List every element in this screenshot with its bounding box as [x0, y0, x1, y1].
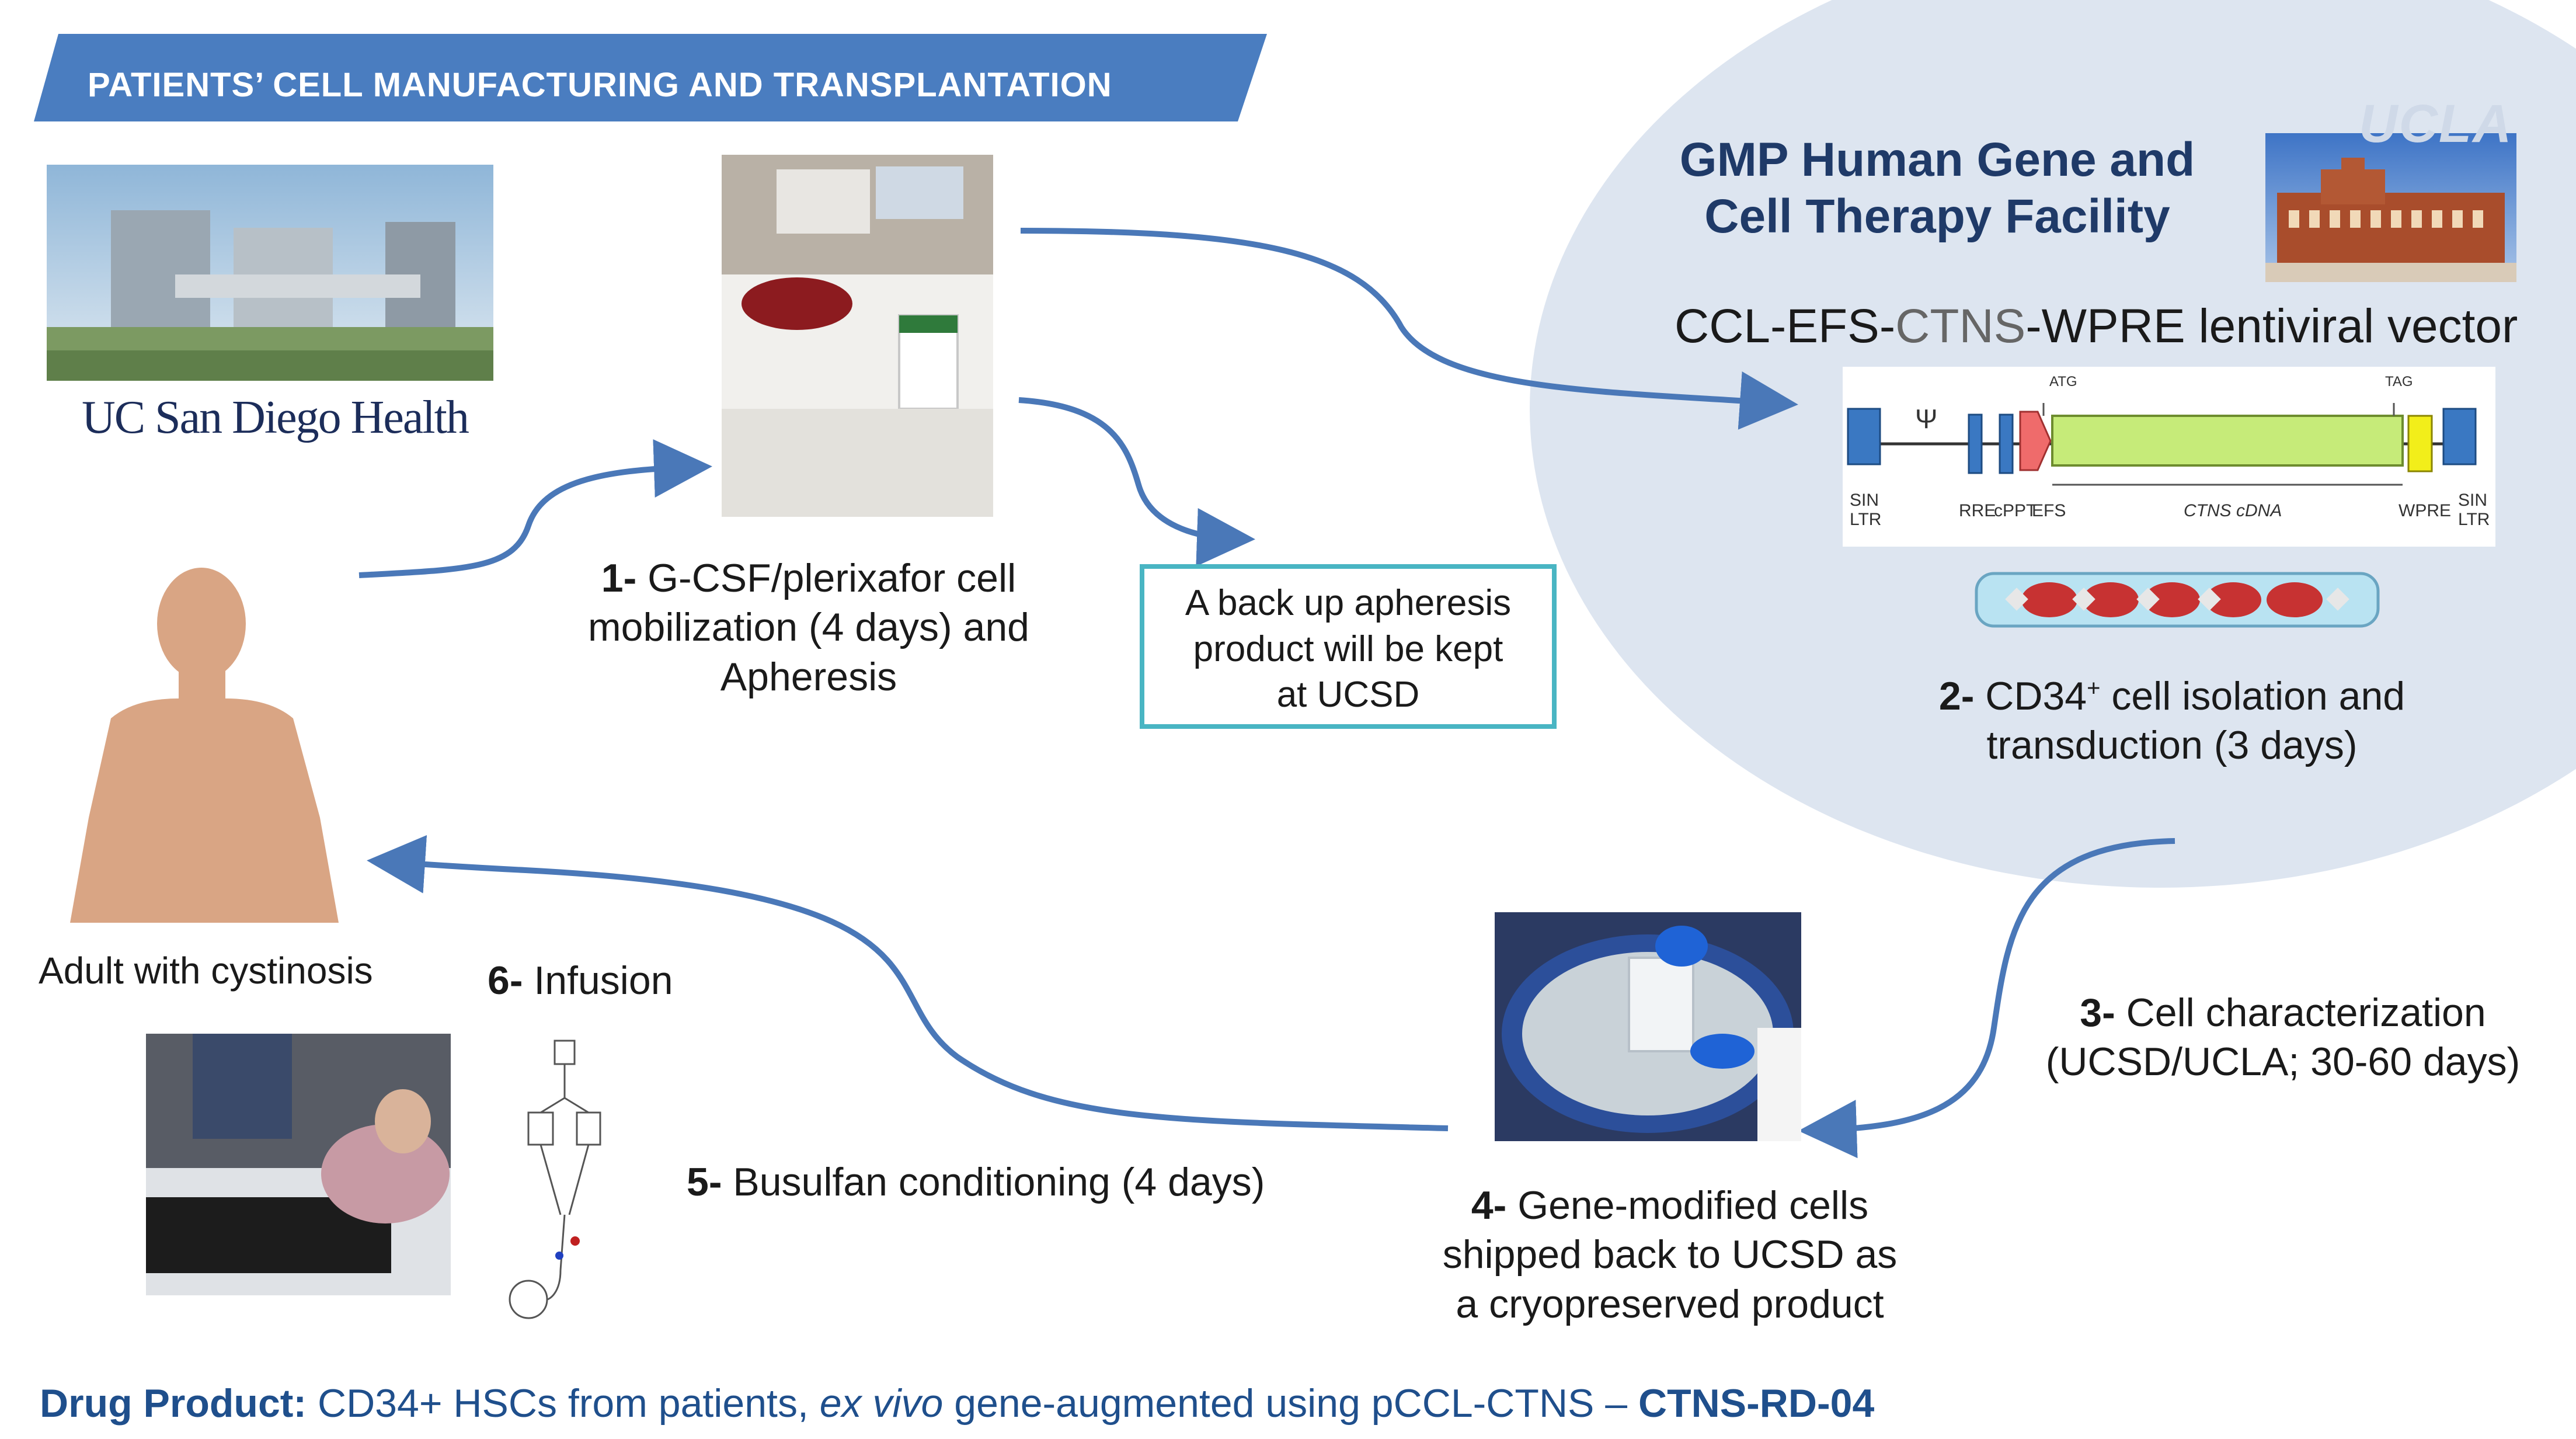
step1-line3: Apheresis — [720, 654, 897, 699]
map-label-rre: RRE — [1959, 501, 1996, 520]
efs-arrow — [2019, 411, 2052, 471]
apheresis-photo — [722, 155, 993, 517]
cryopreservation-photo — [1495, 912, 1801, 1141]
sin-ltr-right-box — [2442, 408, 2477, 465]
backup-line1: A back up apheresis — [1185, 583, 1512, 623]
arrow-facility-to-characterization — [1798, 838, 2175, 1159]
step4-line3: a cryopreserved product — [1456, 1281, 1884, 1326]
step1-line2: mobilization (4 days) and — [588, 605, 1029, 650]
drug-product-footer: Drug Product: CD34+ HSCs from patients, … — [40, 1381, 1874, 1426]
map-label-cppt: cPPT — [1994, 501, 2037, 520]
vector-title-part1: CCL-EFS- — [1675, 300, 1896, 353]
map-label-tag: TAG — [2385, 374, 2413, 390]
transduction-capsule — [1975, 572, 2380, 628]
ucla-logo: UCLA — [2359, 94, 2513, 154]
step6-label: 6- Infusion — [488, 958, 673, 1003]
ucsd-health-logo: UC San Diego Health — [82, 392, 469, 443]
step2-number: 2- — [1938, 674, 1975, 718]
rre-box — [1968, 413, 1983, 474]
cdna-box — [2051, 415, 2404, 467]
step4-label: 4- Gene-modified cells shipped back to U… — [1390, 1181, 1950, 1329]
vector-map — [1843, 367, 2495, 547]
arrow-apheresis-to-backup — [1018, 397, 1255, 566]
facility-title-line2: Cell Therapy Facility — [1704, 189, 2170, 243]
footer-text1: CD34+ HSCs from patients, — [307, 1381, 820, 1426]
step2-line2: transduction (3 days) — [1986, 723, 2358, 768]
step4-line1: Gene-modified cells — [1506, 1183, 1869, 1228]
step6-number: 6- — [488, 958, 523, 1003]
step2-text-a: CD34 — [1974, 674, 2087, 718]
backup-line2: product will be kept — [1193, 628, 1503, 669]
step1-label: 1- G-CSF/plerixafor cell mobilization (4… — [546, 554, 1071, 701]
step3-line1: Cell characterization — [2115, 990, 2486, 1035]
map-label-sin-ltr-right: SIN LTR — [2458, 491, 2490, 529]
map-label-atg: ATG — [2049, 374, 2077, 390]
infusion-schematic — [509, 1040, 601, 1319]
step4-line2: shipped back to UCSD as — [1442, 1232, 1898, 1277]
arrow-apheresis-to-facility — [1020, 228, 1798, 430]
backup-line3: at UCSD — [1276, 675, 1420, 715]
step3-number: 3- — [2080, 990, 2115, 1035]
footer-label: Drug Product: — [40, 1381, 307, 1426]
step6-text: Infusion — [523, 958, 673, 1003]
facility-title: GMP Human Gene and Cell Therapy Facility — [1663, 132, 2212, 245]
ucsd-building-photo — [47, 165, 493, 381]
arrow-cells-to-patient — [367, 835, 1449, 1131]
vector-title: CCL-EFS-CTNS-WPRE lentiviral vector — [1675, 299, 2518, 354]
patient-silhouette — [70, 568, 339, 923]
step1-line1: G-CSF/plerixafor cell — [636, 556, 1017, 600]
step4-number: 4- — [1471, 1183, 1507, 1228]
facility-title-line1: GMP Human Gene and — [1679, 133, 2195, 186]
footer-code: CTNS-RD-04 — [1638, 1381, 1875, 1426]
map-label-efs: EFS — [2032, 501, 2066, 520]
map-label-cdna: CTNS cDNA — [2184, 501, 2282, 520]
cppt-box — [1999, 413, 2014, 474]
map-label-sin-ltr-left: SIN LTR — [1850, 491, 1882, 529]
footer-italic: ex vivo — [819, 1381, 944, 1426]
arrow-patient-to-apheresis — [358, 439, 712, 578]
vector-title-ctns: CTNS — [1895, 300, 2026, 353]
vector-title-part3: -WPRE lentiviral vector — [2025, 300, 2518, 353]
map-label-psi: Ψ — [1915, 404, 1938, 434]
footer-text2: gene-augmented using pCCL-CTNS – — [943, 1381, 1639, 1426]
wpre-box — [2407, 415, 2433, 472]
step5-text: Busulfan conditioning (4 days) — [722, 1160, 1265, 1204]
banner-title: PATIENTS’ CELL MANUFACTURING AND TRANSPL… — [88, 66, 1112, 104]
map-label-wpre: WPRE — [2399, 501, 2451, 520]
patient-label: Adult with cystinosis — [39, 950, 373, 992]
step5-label: 5- Busulfan conditioning (4 days) — [687, 1159, 1265, 1205]
banner-shape — [34, 34, 1267, 121]
infusion-photo — [146, 1034, 451, 1295]
backup-apheresis-box: A back up apheresis product will be kept… — [1140, 564, 1557, 729]
step5-number: 5- — [687, 1160, 722, 1204]
step1-number: 1- — [601, 556, 637, 600]
step2-text-b: cell isolation and — [2100, 674, 2406, 718]
step3-label: 3- Cell characterization (UCSD/UCLA; 30-… — [1991, 988, 2575, 1087]
ucla-building-photo — [2265, 133, 2516, 282]
step2-superscript: + — [2087, 675, 2101, 701]
sin-ltr-left-box — [1847, 408, 1881, 465]
step3-line2: (UCSD/UCLA; 30-60 days) — [2045, 1040, 2521, 1085]
step2-label: 2- CD34+ cell isolation and transduction… — [1857, 672, 2487, 770]
